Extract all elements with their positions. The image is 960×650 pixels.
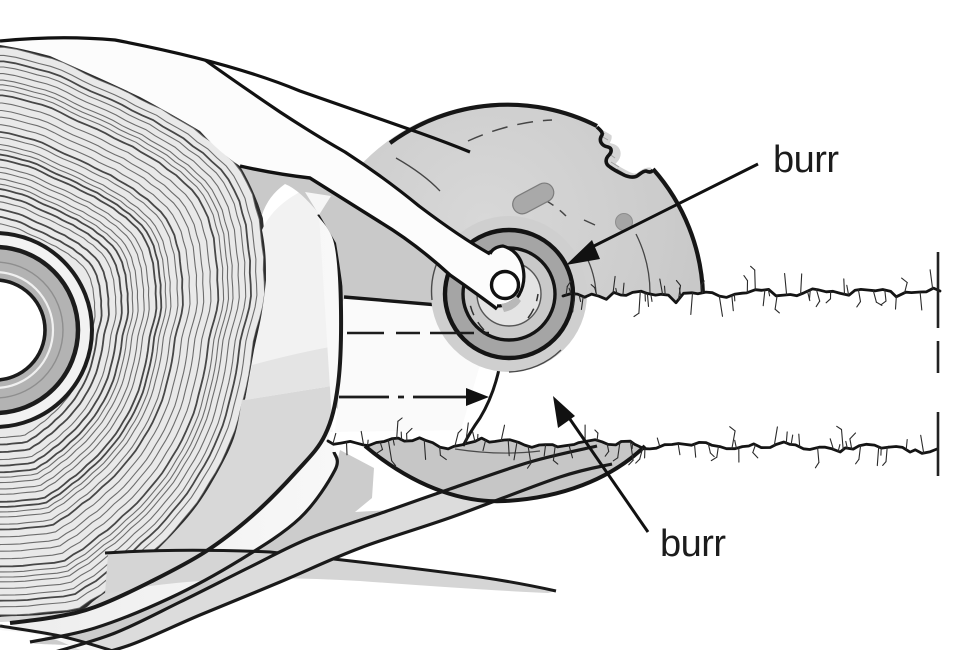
svg-text:burr: burr (773, 139, 839, 181)
svg-text:burr: burr (660, 523, 726, 565)
